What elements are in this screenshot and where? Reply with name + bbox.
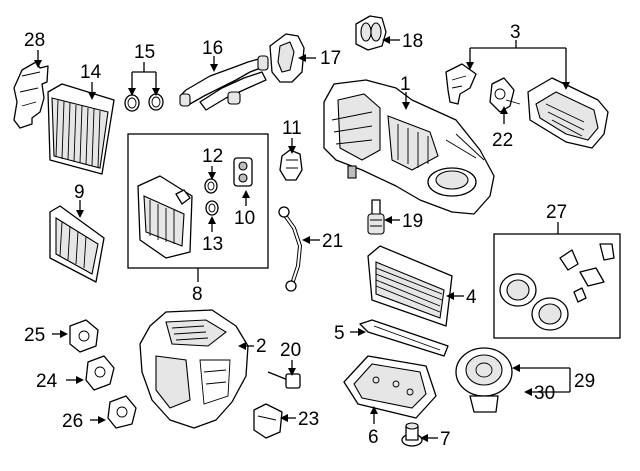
part-21-hose xyxy=(278,206,303,292)
part-23-resistor xyxy=(253,403,283,439)
callout-22: 22 xyxy=(492,130,513,151)
leader-lines xyxy=(34,36,571,442)
part-7-grommet xyxy=(401,422,423,447)
group-27-frame xyxy=(493,233,621,339)
callout-13: 13 xyxy=(202,234,223,255)
part-14-filter xyxy=(47,83,115,175)
part-1-evaporator-housing xyxy=(323,79,495,215)
callout-14: 14 xyxy=(80,62,102,83)
callout-4: 4 xyxy=(466,287,477,308)
callout-3: 3 xyxy=(510,22,521,43)
part-28-bracket xyxy=(13,61,49,129)
part-2-heater-housing xyxy=(139,309,249,429)
part-4-heater-core xyxy=(367,245,453,327)
callout-30: 30 xyxy=(534,383,555,404)
part-11-clip xyxy=(279,149,303,181)
callout-7: 7 xyxy=(440,429,451,450)
part-29-blower-motor xyxy=(455,347,513,413)
callout-24: 24 xyxy=(36,371,58,392)
callout-5: 5 xyxy=(334,323,345,344)
callout-10: 10 xyxy=(234,208,255,229)
part-17-gasket xyxy=(269,33,305,83)
callout-9: 9 xyxy=(74,182,85,203)
part-22-actuator xyxy=(489,77,521,113)
callout-29: 29 xyxy=(574,371,595,392)
part-9-cabin-filter xyxy=(49,205,105,283)
callout-17: 17 xyxy=(320,48,341,69)
callout-21: 21 xyxy=(322,231,343,252)
callout-23: 23 xyxy=(298,409,319,430)
callout-19: 19 xyxy=(402,211,423,232)
part-12-seal-ring xyxy=(204,178,218,194)
callout-25: 25 xyxy=(24,325,45,346)
part-16-tube xyxy=(179,55,269,111)
callout-28: 28 xyxy=(24,30,45,51)
part-8-core xyxy=(137,175,193,259)
callout-26: 26 xyxy=(62,411,83,432)
callout-11: 11 xyxy=(282,118,302,139)
callout-1: 1 xyxy=(400,74,411,95)
part-27-motor-parts xyxy=(499,243,615,331)
part-25-actuator xyxy=(69,319,99,353)
callout-6: 6 xyxy=(368,427,379,448)
part-19-sensor xyxy=(367,199,385,235)
part-5-seal-strip xyxy=(359,319,449,357)
callout-12: 12 xyxy=(202,146,223,167)
callout-15: 15 xyxy=(134,42,155,63)
part-26-actuator xyxy=(107,395,137,429)
callout-20: 20 xyxy=(280,340,301,361)
part-6-plate xyxy=(343,355,437,419)
callout-16: 16 xyxy=(202,38,223,59)
part-24-actuator xyxy=(85,355,115,391)
callout-labels: 1 2 3 4 5 6 7 8 9 10 11 12 13 14 15 16 1… xyxy=(24,22,595,450)
part-13-seal-ring xyxy=(205,200,219,216)
part-3-housing-set xyxy=(445,63,609,149)
part-18-seal xyxy=(355,15,387,51)
part-10-valve xyxy=(233,157,253,187)
callout-2: 2 xyxy=(256,336,267,357)
callout-27: 27 xyxy=(546,202,567,223)
part-15-o-rings xyxy=(124,93,164,112)
part-20-sensor xyxy=(267,371,301,389)
callout-8: 8 xyxy=(192,284,203,305)
callout-18: 18 xyxy=(402,31,423,52)
